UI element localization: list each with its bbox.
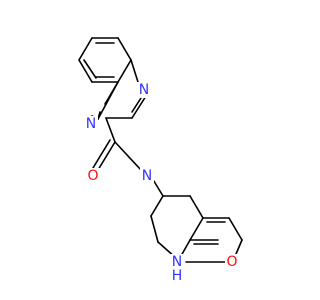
bond	[114, 141, 142, 171]
bond	[150, 215, 159, 243]
bond-double	[92, 139, 111, 169]
bond-layer	[78, 37, 243, 263]
atom-n-lactam: N	[172, 254, 182, 270]
atom-label-n-quinoxaline-1: N	[84, 116, 98, 132]
atom-h-lactam: H	[172, 268, 183, 284]
bond	[189, 195, 204, 219]
bond-double-inner	[131, 97, 142, 113]
atom-o-amide: O	[87, 168, 98, 184]
bond	[97, 141, 116, 171]
bond	[180, 239, 191, 257]
bond	[130, 59, 139, 83]
atom-label-n-amide: N	[140, 168, 154, 184]
atom-label-o-amide: O	[86, 168, 100, 184]
bond	[228, 217, 243, 241]
atom-label-o-lactam: O	[225, 254, 239, 270]
bond	[117, 59, 132, 83]
bond	[105, 117, 116, 143]
atom-label-nh-lactam: N H	[170, 254, 184, 284]
bond	[189, 217, 204, 241]
chemical-structure-diagram: N N O N N H O	[78, 37, 243, 284]
bond-double-inner	[83, 59, 97, 79]
bond-double-inner	[104, 81, 119, 105]
bond	[97, 111, 101, 120]
atom-label-n-quinoxaline-4: N	[137, 82, 151, 98]
bond	[235, 239, 243, 255]
atom-o-lactam: O	[226, 254, 237, 270]
bond	[78, 37, 93, 61]
bond	[131, 95, 147, 119]
bond	[150, 195, 164, 217]
bond	[78, 59, 93, 83]
bond	[117, 37, 132, 61]
atom-n-quinoxaline-4: N	[139, 82, 149, 98]
atom-n-amide: N	[142, 168, 152, 184]
atom-n-quinoxaline-1: N	[86, 116, 96, 132]
